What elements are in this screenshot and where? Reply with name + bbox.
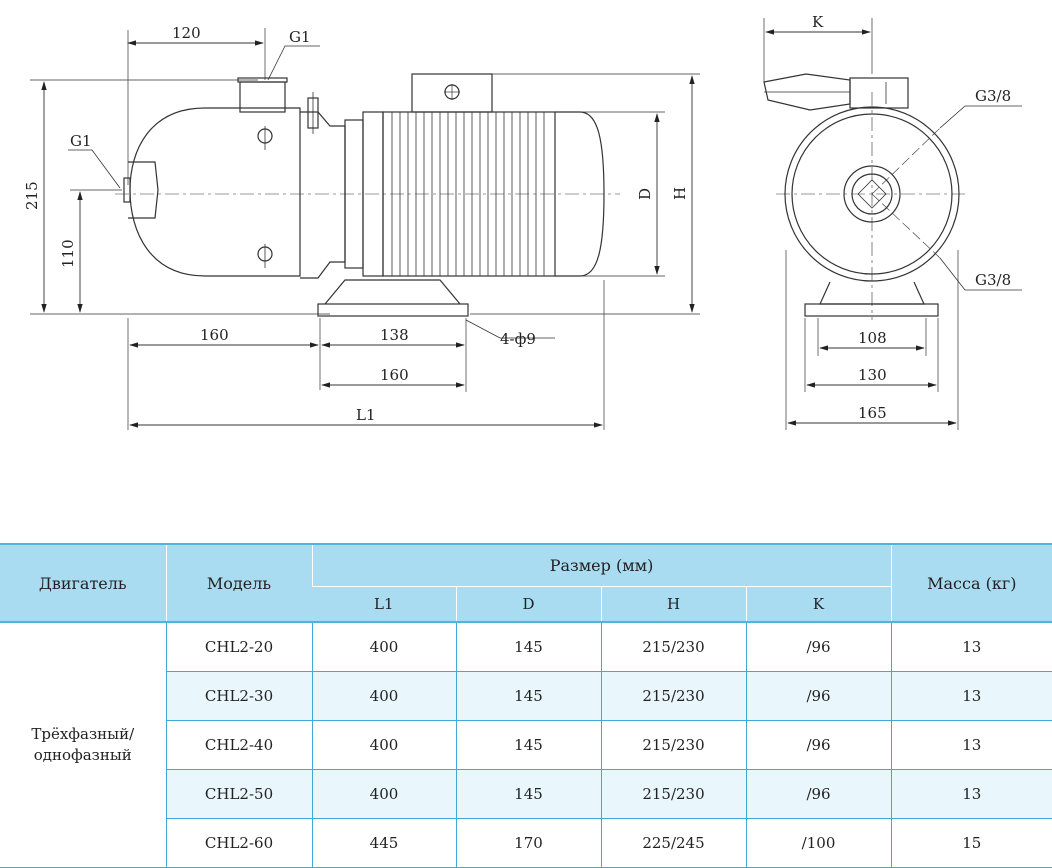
dim-k: K <box>812 13 824 31</box>
cell-k: /100 <box>745 818 892 868</box>
cell-k: /96 <box>745 720 892 770</box>
dim-g38-top: G3/8 <box>975 87 1011 105</box>
header-size: Размер (мм) <box>311 543 892 587</box>
cell-l1: 400 <box>311 769 456 819</box>
cell-h: 215/230 <box>600 720 746 770</box>
dim-110: 110 <box>59 239 77 268</box>
cell-h: 215/230 <box>600 769 746 819</box>
table-row: CHL2-60 445 170 225/245 /100 15 <box>0 818 1052 868</box>
cell-mass: 15 <box>890 818 1052 868</box>
header-mass: Масса (кг) <box>890 543 1052 623</box>
dim-138: 138 <box>380 326 409 344</box>
cell-k: /96 <box>745 671 892 721</box>
header-engine: Двигатель <box>0 543 166 623</box>
cell-h: 225/245 <box>600 818 746 868</box>
table-row: Трёхфазный/ однофазный CHL2-20 400 145 2… <box>0 621 1052 868</box>
dim-130: 130 <box>858 366 887 384</box>
header-d: D <box>455 586 601 623</box>
specification-table: Двигатель Модель Размер (мм) Масса (кг) … <box>0 543 1052 868</box>
dim-g1-top: G1 <box>289 28 311 46</box>
cell-model: CHL2-30 <box>165 671 312 721</box>
cell-model: CHL2-40 <box>165 720 312 770</box>
header-k: K <box>745 586 892 623</box>
front-view <box>763 18 1022 430</box>
cell-model: CHL2-50 <box>165 769 312 819</box>
dim-160-left: 160 <box>200 326 229 344</box>
dim-l1: L1 <box>356 406 376 424</box>
cell-mass: 13 <box>890 621 1052 672</box>
cell-l1: 400 <box>311 621 456 672</box>
cell-h: 215/230 <box>600 671 746 721</box>
cell-mass: 13 <box>890 769 1052 819</box>
dim-g1-left: G1 <box>70 132 92 150</box>
header-h: H <box>600 586 746 623</box>
pump-dimension-drawing: 120 G1 G1 215 110 160 138 4-ф9 160 L1 D … <box>23 13 1022 430</box>
side-view <box>30 28 700 430</box>
cell-model: CHL2-20 <box>165 621 312 672</box>
cell-mass: 13 <box>890 671 1052 721</box>
cell-d: 145 <box>455 720 601 770</box>
dim-d: D <box>636 188 654 200</box>
dim-165: 165 <box>858 404 887 422</box>
cell-l1: 445 <box>311 818 456 868</box>
header-model: Модель <box>165 543 312 623</box>
dim-160-base: 160 <box>380 366 409 384</box>
engine-type-cell: Трёхфазный/ однофазный <box>0 621 166 868</box>
cell-h: 215/230 <box>600 621 746 672</box>
dim-108: 108 <box>858 329 887 347</box>
cell-model: CHL2-60 <box>165 818 312 868</box>
dim-215: 215 <box>23 181 41 210</box>
table-row: CHL2-30 400 145 215/230 /96 13 <box>0 671 1052 721</box>
header-l1: L1 <box>312 586 456 623</box>
dim-h: H <box>671 187 689 200</box>
table-row: CHL2-40 400 145 215/230 /96 13 <box>0 720 1052 770</box>
dim-holes: 4-ф9 <box>500 330 536 348</box>
dim-120: 120 <box>172 24 201 42</box>
cell-k: /96 <box>745 621 892 672</box>
cell-l1: 400 <box>311 671 456 721</box>
table-row: CHL2-50 400 145 215/230 /96 13 <box>0 769 1052 819</box>
cell-d: 145 <box>455 769 601 819</box>
cell-d: 170 <box>455 818 601 868</box>
cell-l1: 400 <box>311 720 456 770</box>
cell-d: 145 <box>455 671 601 721</box>
cell-d: 145 <box>455 621 601 672</box>
cell-mass: 13 <box>890 720 1052 770</box>
dim-g38-bottom: G3/8 <box>975 271 1011 289</box>
cell-k: /96 <box>745 769 892 819</box>
